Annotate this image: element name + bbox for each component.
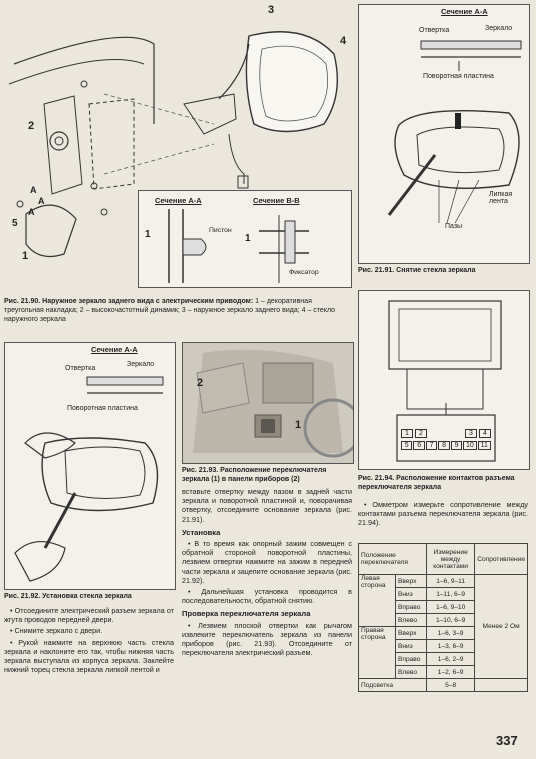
fig-2191-lipkaya: Липкая лента	[489, 191, 513, 205]
left-p3: • Рукой нажмите на верхнюю часть стекла …	[4, 637, 174, 675]
pin-4: 4	[479, 429, 491, 438]
val-r-down: 1–3, 6–9	[425, 639, 476, 653]
pin-2: 2	[415, 429, 427, 438]
mid-heading-install: Установка	[182, 527, 221, 537]
mid-p1: вставьте отвертку между пазом в задней ч…	[182, 487, 352, 524]
section-aa-title: Сечение А-А	[155, 196, 202, 205]
fig-2191-section-title: Сечение А-А	[441, 7, 488, 16]
pin-6: 6	[413, 441, 425, 450]
pin-5: 5	[401, 441, 413, 450]
fig-2193-photo	[183, 343, 353, 463]
fig-2190-caption-text: 1 – декоративная треугольная накладка; 2…	[4, 298, 336, 323]
val-l-left: 1–10, 6–9	[425, 613, 476, 627]
pin-1: 1	[401, 429, 413, 438]
section-num-1b: 1	[245, 233, 251, 244]
pin-11: 11	[477, 441, 491, 450]
connector-pins: 1 2 3 4 5 6 7 8 9 10 11	[401, 429, 491, 450]
fig-2194-box: 1 2 3 4 5 6 7 8 9 10 11	[358, 290, 530, 470]
pin-10: 10	[463, 441, 477, 450]
resistance-table: Положение переключателя Измерение между …	[358, 543, 528, 692]
pin-7: 7	[425, 441, 438, 450]
dir-r-right: Вправо	[395, 652, 427, 666]
right-p1: • Омметром измерьте сопротивление между …	[358, 500, 528, 528]
backlight-empty	[474, 678, 528, 692]
section-num-1a: 1	[145, 229, 151, 240]
pin-8: 8	[438, 441, 450, 450]
backlight-label: Подсветка	[358, 678, 427, 692]
val-r-up: 1–6, 3–9	[425, 626, 476, 640]
mid-heading-check: Проверка переключателя зеркала	[182, 609, 311, 619]
group-right: Правая сторона	[358, 626, 396, 679]
callout-3: 3	[268, 4, 275, 16]
fig-2191-box: Сечение А-А Отвертка Зеркало Поворотная …	[358, 4, 530, 264]
fig-2193-caption: Рис. 21.93. Расположение переключателя з…	[182, 467, 327, 483]
val-r-right: 1–6, 2–9	[425, 652, 476, 666]
callout-4: 4	[340, 35, 347, 47]
val-r-left: 1–2, 6–9	[425, 665, 476, 679]
dir-r-up: Вверх	[395, 626, 427, 640]
fig-2191-zerkalo: Зеркало	[485, 25, 513, 32]
fixator-label: Фиксатор	[289, 269, 319, 276]
right-column-text: • Омметром измерьте сопротивление между …	[358, 500, 528, 530]
fig-2192-section-title: Сечение А-А	[91, 345, 138, 354]
backlight-value: 5–8	[425, 678, 476, 692]
callout-1: 1	[22, 250, 29, 262]
th-resist: Сопротивление	[474, 543, 528, 575]
left-p2: • Снимите зеркало с двери.	[10, 626, 103, 636]
pin-3: 3	[465, 429, 477, 438]
fig-2191-povorotnaya: Поворотная пластина	[423, 73, 494, 80]
mirror-assembly-drawing	[8, 31, 339, 257]
resist-value: Менее 2 Ом	[474, 574, 528, 679]
fig-2194-drawing	[388, 300, 502, 462]
mid-p3: • Дальнейшая установка проводится в посл…	[182, 587, 352, 606]
val-l-up: 1–6, 9–11	[425, 574, 476, 588]
fig-2192-zerkalo: Зеркало	[127, 361, 155, 368]
dir-l-down: Вниз	[395, 587, 427, 601]
fig-2190-section-inset: Сечение А-А Сечение В-В Пистон Фиксатор …	[138, 190, 352, 288]
left-p1: • Отсоедините электрический разъем зерка…	[4, 606, 174, 625]
val-l-right: 1–6, 9–10	[425, 600, 476, 614]
fig-2192-otvertka: Отвертка	[65, 365, 96, 372]
fig-2190-illustration	[4, 4, 352, 296]
fig-2192-box: Сечение А-А Отвертка Зеркало Поворотная …	[4, 342, 176, 590]
fig-2190-caption: Рис. 21.90. Наружное зеркало заднего вид…	[4, 297, 352, 324]
mid-p2: • В то время как опорный зажим совмещен …	[182, 539, 352, 585]
dir-l-right: Вправо	[395, 600, 427, 614]
fig-2191-pazy: Пазы	[445, 223, 463, 230]
middle-column-text: вставьте отвертку между пазом в задней ч…	[182, 487, 352, 659]
fig-2194-caption: Рис. 21.94. Расположение контактов разъе…	[358, 475, 515, 491]
fig-2193-num-1: 1	[295, 419, 302, 431]
dir-r-down: Вниз	[395, 639, 427, 653]
left-column-text: • Отсоедините электрический разъем зерка…	[4, 606, 174, 676]
dir-l-left: Влево	[395, 613, 427, 627]
callout-5: 5	[12, 218, 18, 229]
callout-2: 2	[28, 120, 35, 132]
fig-2190-caption-title: Рис. 21.90. Наружное зеркало заднего вид…	[4, 298, 254, 305]
mid-p4: • Лезвием плоской отвертки как рычагом и…	[182, 620, 352, 658]
callout-a3: A	[28, 207, 35, 217]
section-bb-title: Сечение В-В	[253, 196, 300, 205]
fig-2191-caption: Рис. 21.91. Снятие стекла зеркала	[358, 267, 476, 274]
callout-a2: A	[38, 196, 45, 206]
piston-label: Пистон	[209, 227, 232, 234]
fig-2193-num-2: 2	[197, 377, 204, 389]
th-position: Положение переключателя	[358, 543, 427, 575]
section-drawing	[168, 209, 309, 283]
val-l-down: 1–11, 6–9	[425, 587, 476, 601]
pin-9: 9	[450, 441, 463, 450]
dir-l-up: Вверх	[395, 574, 427, 588]
fig-2193-box: 2 1	[182, 342, 354, 464]
th-measure: Измерение между контактами	[425, 543, 476, 575]
fig-2192-drawing	[14, 376, 164, 582]
callout-a1: A	[30, 185, 37, 195]
fig-2192-caption: Рис. 21.92. Установка стекла зеркала	[4, 593, 132, 600]
page-number: 337	[496, 733, 518, 748]
fig-2191-otvertka: Отвертка	[419, 27, 450, 34]
group-left: Левая сторона	[358, 574, 396, 627]
fig-2191-drawing	[387, 40, 522, 224]
dir-r-left: Влево	[395, 665, 427, 679]
fig-2192-povorotnaya: Поворотная пластина	[67, 405, 138, 412]
